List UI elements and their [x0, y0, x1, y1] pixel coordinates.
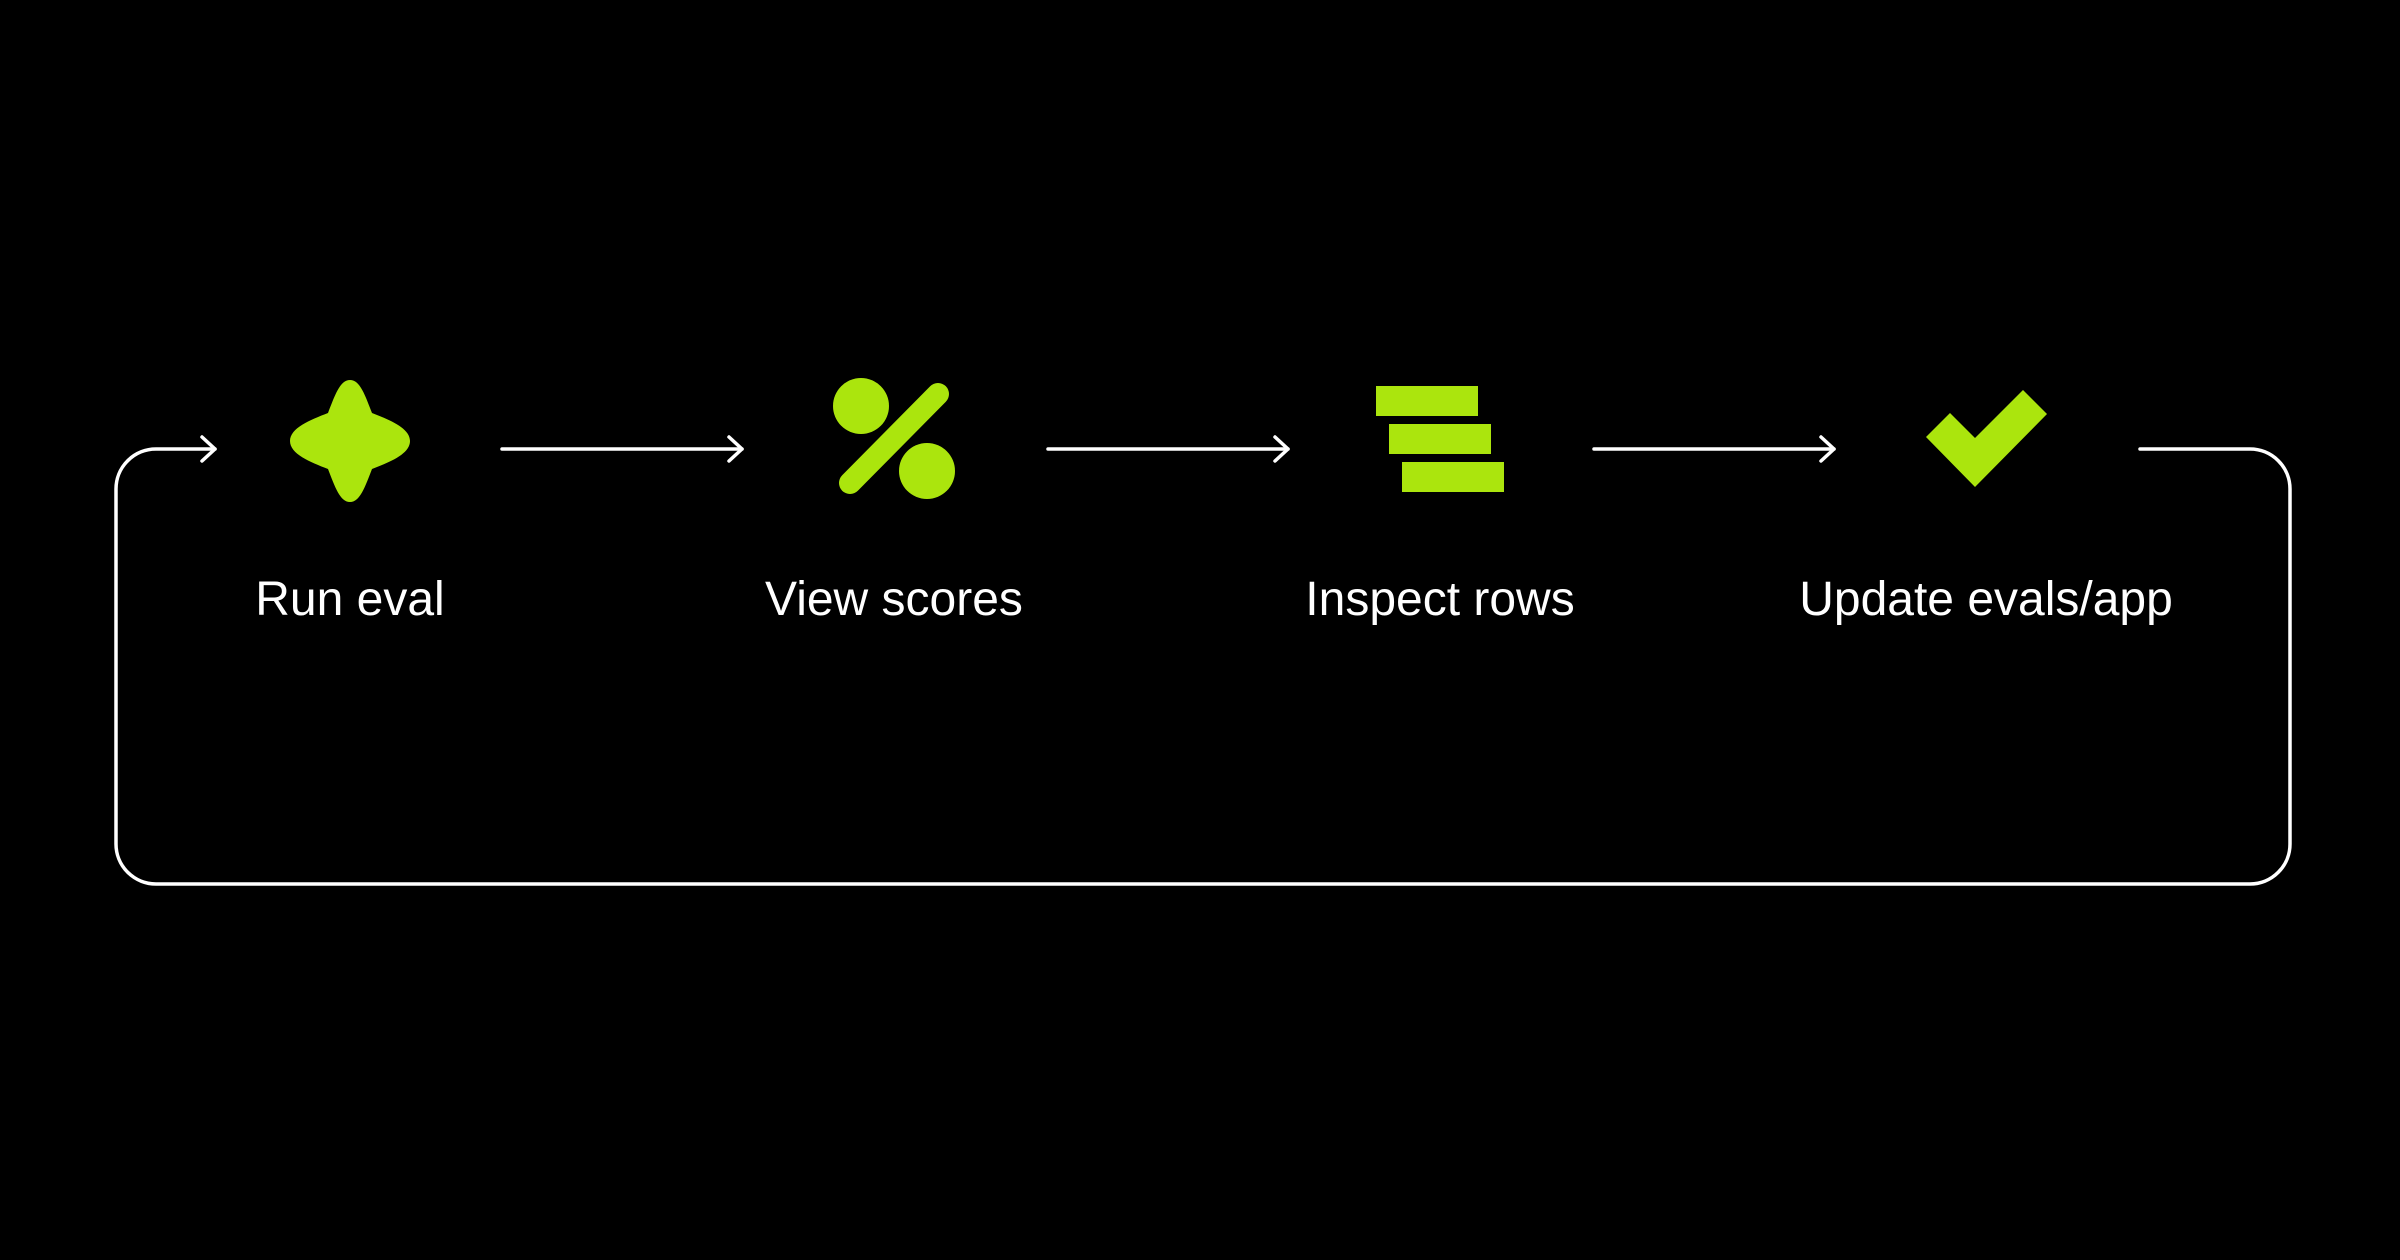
connector-arrow-1: [500, 435, 744, 463]
sparkle-icon: [290, 380, 410, 502]
step-update-evals-app: Update evals/app: [1799, 390, 2173, 626]
step-run-eval: Run eval: [255, 380, 445, 626]
connector-arrow-3: [1592, 435, 1836, 463]
step-label-update-evals-app: Update evals/app: [1799, 573, 2173, 626]
connector-arrow-2: [1046, 435, 1290, 463]
stacked-rows-icon: [1376, 386, 1504, 492]
step-label-inspect-rows: Inspect rows: [1305, 573, 1574, 626]
checkmark-icon: [1926, 390, 2047, 487]
loop-return-line: [114, 447, 2292, 886]
step-view-scores: View scores: [765, 378, 1023, 626]
step-inspect-rows: Inspect rows: [1305, 386, 1575, 626]
percent-icon: [833, 378, 955, 499]
loop-return-arrowhead: [200, 435, 217, 463]
step-label-run-eval: Run eval: [255, 573, 444, 626]
step-label-view-scores: View scores: [765, 573, 1023, 626]
